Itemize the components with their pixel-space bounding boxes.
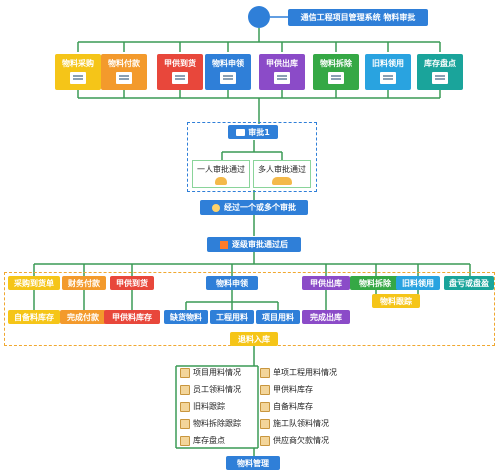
- bottom-label-box[interactable]: 物料管理: [226, 456, 280, 470]
- report-label: 旧料跟踪: [193, 402, 225, 411]
- return-label-box[interactable]: 退料入库: [230, 332, 278, 346]
- single-approve-box: 一人审批通过: [192, 160, 250, 188]
- box-icon: [274, 72, 290, 84]
- report-label: 施工队领料情况: [273, 419, 329, 428]
- report-icon: [180, 367, 190, 378]
- top-tile-3[interactable]: 甲供到货: [157, 54, 203, 90]
- top-tile-label: 甲供到货: [164, 59, 196, 68]
- report-icon: [180, 384, 190, 395]
- top-tile-label: 物料采购: [62, 59, 94, 68]
- top-tile-5[interactable]: 甲供出库: [259, 54, 305, 90]
- multi-user-icon: [272, 176, 292, 185]
- rocket-icon: [212, 203, 220, 212]
- report-label: 供应商欠款情况: [273, 436, 329, 445]
- flow-row1-item[interactable]: 物料申领: [206, 276, 258, 290]
- single-approve-label: 一人审批通过: [197, 164, 245, 174]
- top-tile-label: 库存盘点: [424, 59, 456, 68]
- form-icon: [220, 72, 236, 84]
- report-icon: [260, 435, 270, 446]
- top-tile-label: 物料拆除: [320, 59, 352, 68]
- flow-row2-item[interactable]: 项目用料: [256, 310, 300, 324]
- flow-row1-item[interactable]: 甲供到货: [110, 276, 154, 290]
- step-more-box[interactable]: 经过一个或多个审批: [200, 200, 308, 215]
- report-item[interactable]: 员工领料情况: [180, 384, 241, 395]
- top-tile-6[interactable]: 物料拆除: [313, 54, 359, 90]
- report-label: 员工领料情况: [193, 385, 241, 394]
- report-label: 自备料库存: [273, 402, 313, 411]
- flow-row1-item[interactable]: 采购到货单: [8, 276, 60, 290]
- report-icon: [180, 418, 190, 429]
- report-icon: [260, 384, 270, 395]
- report-item[interactable]: 旧料跟踪: [180, 401, 225, 412]
- flow-row2-item[interactable]: 物料跟踪: [372, 294, 420, 308]
- flow-row1-item[interactable]: 甲供出库: [302, 276, 350, 290]
- flow-row2-item[interactable]: 自备料库存: [8, 310, 60, 324]
- report-icon: [180, 401, 190, 412]
- invoice-icon: [116, 72, 132, 84]
- flow-row2-item[interactable]: 甲供料库存: [104, 310, 160, 324]
- report-label: 单项工程用料情况: [273, 368, 337, 377]
- flow-row1-item[interactable]: 物料拆除: [350, 276, 400, 290]
- top-tile-2[interactable]: 物料付款: [101, 54, 147, 90]
- flow-row1-item[interactable]: 财务付款: [62, 276, 106, 290]
- report-label: 甲供料库存: [273, 385, 313, 394]
- report-item[interactable]: 施工队领料情况: [260, 418, 329, 429]
- top-tile-label: 旧料领用: [372, 59, 404, 68]
- report-item[interactable]: 库存盘点: [180, 435, 225, 446]
- approval1-box[interactable]: 审批1: [228, 125, 278, 139]
- document-icon: [70, 72, 86, 84]
- report-item[interactable]: 物料拆除跟踪: [180, 418, 241, 429]
- approval-icon: [236, 128, 246, 136]
- step-level-label: 逐级审批通过后: [232, 240, 288, 249]
- tool-icon: [328, 72, 344, 84]
- approval1-label: 审批1: [248, 127, 270, 137]
- list-icon: [380, 72, 396, 84]
- top-tile-label: 物料付款: [108, 59, 140, 68]
- flow-row2-item[interactable]: 工程用料: [210, 310, 254, 324]
- multi-approve-box: 多人审批通过: [253, 160, 311, 188]
- approval-frame: [187, 122, 317, 192]
- report-label: 项目用料情况: [193, 368, 241, 377]
- report-item[interactable]: 自备料库存: [260, 401, 313, 412]
- flow-row2-item[interactable]: 完成出库: [302, 310, 350, 324]
- report-item[interactable]: 单项工程用料情况: [260, 367, 337, 378]
- flag-icon: [220, 240, 228, 249]
- flow-row1-item[interactable]: 盘亏或盘盈: [444, 276, 494, 290]
- flow-row2-item[interactable]: 完成付款: [60, 310, 106, 324]
- top-tile-8[interactable]: 库存盘点: [417, 54, 463, 90]
- page-title: 通信工程项目管理系统 物料审批: [288, 9, 428, 26]
- report-item[interactable]: 甲供料库存: [260, 384, 313, 395]
- multi-approve-label: 多人审批通过: [258, 164, 306, 174]
- top-tile-label: 甲供出库: [266, 59, 298, 68]
- top-tile-7[interactable]: 旧料领用: [365, 54, 411, 90]
- top-tile-label: 物料申领: [212, 59, 244, 68]
- report-icon: [260, 367, 270, 378]
- step-more-label: 经过一个或多个审批: [224, 203, 296, 212]
- step-level-box[interactable]: 逐级审批通过后: [207, 237, 301, 252]
- root-circle: [248, 6, 270, 28]
- report-icon: [260, 401, 270, 412]
- report-label: 物料拆除跟踪: [193, 419, 241, 428]
- top-tile-1[interactable]: 物料采购: [55, 54, 101, 90]
- flow-row1-item[interactable]: 旧料领用: [396, 276, 440, 290]
- truck-icon: [172, 72, 188, 84]
- top-tile-4[interactable]: 物料申领: [205, 54, 251, 90]
- report-icon: [180, 435, 190, 446]
- inventory-icon: [432, 72, 448, 84]
- report-item[interactable]: 供应商欠款情况: [260, 435, 329, 446]
- flow-row2-item[interactable]: 缺货物料: [164, 310, 208, 324]
- report-item[interactable]: 项目用料情况: [180, 367, 241, 378]
- report-icon: [260, 418, 270, 429]
- single-user-icon: [215, 176, 227, 185]
- report-label: 库存盘点: [193, 436, 225, 445]
